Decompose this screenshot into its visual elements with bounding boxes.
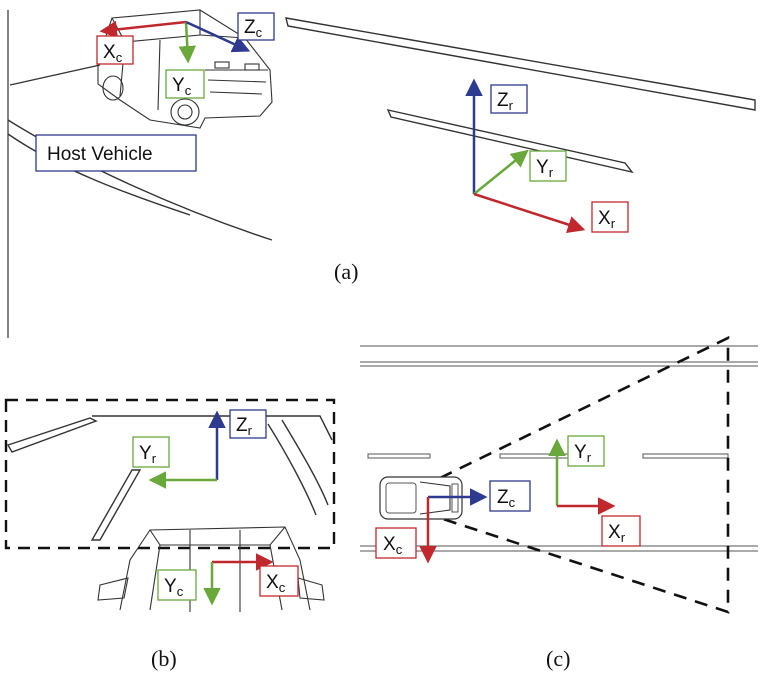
panel-a: Xc Yc Zc Host Vehicle Zr Yr Xr — [7, 9, 756, 338]
svg-text:Yr: Yr — [139, 443, 157, 466]
panel-c-caption: (c) — [546, 646, 570, 671]
panel-c-road-x-label: Xr — [601, 515, 641, 547]
svg-text:Xc: Xc — [266, 572, 286, 595]
svg-text:Yc: Yc — [164, 576, 184, 599]
panel-a-camera-z-label: Zc — [237, 12, 275, 41]
svg-text:Xc: Xc — [383, 534, 403, 557]
panel-b-road-y-label: Yr — [132, 436, 170, 468]
panel-a-road-y-label: Yr — [529, 150, 567, 182]
panel-c-camera-x-label: Xc — [375, 527, 417, 559]
panel-c-road-y-label: Yr — [567, 435, 605, 467]
panel-a-road-x-label: Xr — [591, 201, 629, 233]
svg-text:Zr: Zr — [497, 90, 514, 113]
panel-a-camera-y-arrow — [178, 21, 197, 64]
svg-text:Yc: Yc — [172, 75, 192, 98]
svg-text:Host Vehicle: Host Vehicle — [47, 144, 153, 165]
svg-text:Xr: Xr — [598, 208, 616, 231]
panel-a-camera-y-label: Yc — [165, 69, 205, 99]
svg-text:Xr: Xr — [608, 522, 626, 545]
panel-c: Zc Xc Yr Xr (c) — [360, 335, 758, 671]
panel-b: Zr Yr Yc Xc (b) — [4, 398, 336, 671]
svg-text:Zc: Zc — [497, 487, 516, 510]
panel-b-road — [6, 415, 333, 541]
panel-a-camera-x-label: Xc — [96, 35, 134, 65]
panel-c-road — [360, 345, 758, 552]
panel-a-road-z-label: Zr — [490, 84, 528, 114]
svg-text:Xc: Xc — [103, 42, 123, 65]
svg-text:Yr: Yr — [574, 442, 592, 465]
panel-b-camera-x-label: Xc — [259, 565, 299, 597]
panel-a-camera-z-arrow — [185, 20, 251, 53]
panel-c-field-of-view — [439, 335, 730, 614]
panel-a-road-y-arrow — [473, 149, 529, 195]
host-vehicle-drawing — [97, 9, 273, 129]
svg-text:Zr: Zr — [236, 415, 253, 438]
panel-b-road-z-label: Zr — [229, 409, 267, 439]
panel-a-camera-x-arrow — [99, 20, 187, 39]
panel-c-camera-z-label: Zc — [489, 480, 531, 512]
panel-a-caption: (a) — [334, 259, 358, 284]
panel-b-camera-y-label: Yc — [157, 569, 197, 601]
svg-text:Yr: Yr — [536, 157, 554, 180]
panel-a-road-x-arrow — [473, 192, 586, 234]
panel-b-view-frame — [4, 398, 336, 550]
svg-text:Zc: Zc — [244, 17, 263, 40]
host-vehicle-label: Host Vehicle — [35, 134, 197, 172]
panel-b-caption: (b) — [151, 646, 177, 671]
